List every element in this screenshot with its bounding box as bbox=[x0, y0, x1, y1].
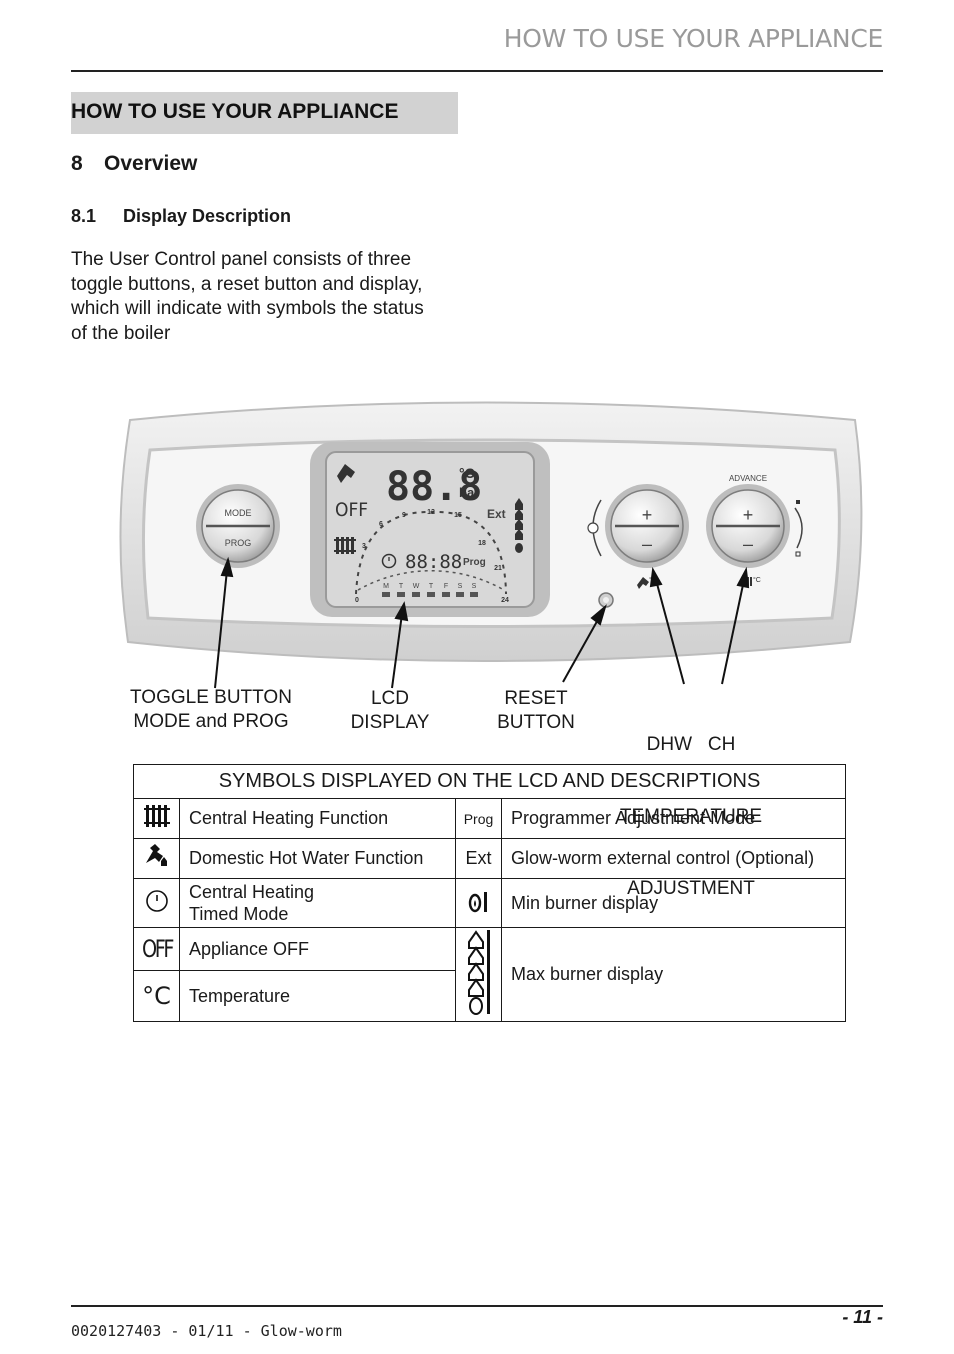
symbols-table: SYMBOLS DISPLAYED ON THE LCD AND DESCRIP… bbox=[133, 764, 846, 1022]
lcd-hour-tick: 24 bbox=[501, 597, 509, 604]
callout-leaders bbox=[214, 556, 750, 689]
callout-line: TOGGLE BUTTON bbox=[130, 687, 292, 708]
prog-label: PROG bbox=[225, 538, 252, 548]
lcd-hour-tick: 6 bbox=[379, 521, 383, 528]
lcd-radiator-icon bbox=[334, 537, 356, 554]
subsection-heading: 8.1 Display Description bbox=[71, 206, 291, 227]
symbol-description: Central Heating Timed Mode bbox=[179, 878, 456, 928]
toggle-button-callout: TOGGLE BUTTON MODE and PROG bbox=[118, 686, 304, 734]
tap-icon bbox=[133, 838, 180, 879]
lcd-tap-icon bbox=[337, 464, 355, 483]
mode-prog-knob: MODE PROG bbox=[196, 484, 280, 568]
intro-line: toggle buttons, a reset button and displ… bbox=[71, 273, 423, 295]
dhw-plus: + bbox=[642, 505, 653, 525]
intro-line: which will indicate with symbols the sta… bbox=[71, 298, 424, 319]
callout-line: LCD bbox=[370, 688, 409, 709]
lcd-hour-tick: 0 bbox=[355, 597, 359, 604]
dhw-minus: – bbox=[642, 534, 652, 554]
radiator-icon bbox=[133, 798, 180, 839]
ch-unit: °C bbox=[753, 576, 761, 584]
advance-label: ADVANCE bbox=[729, 474, 767, 483]
dhw-tap-icon bbox=[637, 577, 649, 589]
section-banner: HOW TO USE YOUR APPLIANCE bbox=[71, 92, 458, 134]
running-header: HOW TO USE YOUR APPLIANCE bbox=[503, 24, 884, 53]
ext-symbol: Ext bbox=[455, 838, 502, 879]
lcd-day: T bbox=[399, 583, 404, 590]
lcd-hour-tick: 9 bbox=[402, 512, 406, 519]
header-rule bbox=[71, 70, 883, 72]
page-number: - 11 - bbox=[842, 1307, 883, 1327]
lcd-day: F bbox=[444, 583, 448, 590]
symbols-table-title: SYMBOLS DISPLAYED ON THE LCD AND DESCRIP… bbox=[133, 764, 846, 799]
symbol-description: Appliance OFF bbox=[179, 926, 456, 972]
lcd-hour-tick: 12 bbox=[427, 509, 435, 516]
lcd-day: M bbox=[383, 583, 389, 590]
callout-line: DHW CH bbox=[646, 734, 736, 755]
control-panel-illustration: MODE PROG 88.8 °C bar OFF Ext 0 3 6 9 12 bbox=[119, 401, 863, 689]
lcd-off: OFF bbox=[335, 499, 368, 521]
mode-label: MODE bbox=[225, 508, 252, 518]
lcd-day: S bbox=[472, 583, 477, 590]
lcd-hour-tick: 3 bbox=[362, 543, 366, 550]
description-line: Central Heating bbox=[189, 882, 315, 902]
dhw-knob: + – °C bbox=[587, 484, 689, 589]
symbol-description: Max burner display bbox=[501, 927, 846, 1022]
clock-icon bbox=[133, 878, 180, 928]
intro-line: of the boiler bbox=[71, 322, 171, 344]
lcd-clock-digits: 88:88 bbox=[405, 551, 462, 573]
lcd-display: 88.8 °C bar OFF Ext 0 3 6 9 12 15 18 21 … bbox=[310, 442, 550, 617]
lcd-hour-tick: 21 bbox=[494, 565, 502, 572]
lcd-day: T bbox=[429, 583, 434, 590]
subsection-number: 8.1 bbox=[71, 206, 97, 226]
symbol-description: Central Heating Function bbox=[179, 798, 456, 839]
reset-button-callout: RESET BUTTON bbox=[484, 687, 588, 735]
lcd-unit-bar: bar bbox=[459, 485, 479, 500]
overview-number: 8 bbox=[71, 152, 83, 175]
lcd-dial-arc bbox=[357, 569, 505, 591]
intro-paragraph: The User Control panel consists of three… bbox=[71, 248, 471, 346]
callout-line: DISPLAY bbox=[350, 712, 430, 733]
lcd-day: W bbox=[413, 583, 420, 590]
intro-line: The User Control panel consists of three bbox=[71, 249, 412, 270]
lcd-hour-tick: 15 bbox=[454, 512, 462, 519]
ch-minus: – bbox=[743, 534, 753, 554]
ch-arc-arrow bbox=[794, 507, 803, 549]
lcd-prog: Prog bbox=[463, 557, 486, 568]
symbol-description: Temperature bbox=[179, 970, 456, 1022]
document-reference: 0020127403 - 01/11 - Glow-worm bbox=[71, 1322, 342, 1340]
lcd-clock-icon bbox=[381, 553, 397, 569]
reset-button bbox=[598, 592, 614, 608]
callout-line: RESET bbox=[504, 688, 568, 709]
ch-knob: ADVANCE + – °C bbox=[706, 474, 803, 586]
description-line: Timed Mode bbox=[189, 904, 289, 924]
prog-symbol: Prog bbox=[455, 798, 502, 839]
lcd-display-callout: LCD DISPLAY bbox=[340, 687, 440, 735]
lcd-big-digits: 88.8 bbox=[386, 464, 482, 510]
symbol-description: Domestic Hot Water Function bbox=[179, 838, 456, 879]
lcd-hour-tick: 18 bbox=[478, 540, 486, 547]
lcd-ext: Ext bbox=[487, 507, 506, 521]
max-flame-icon bbox=[455, 927, 502, 1022]
min-flame-icon bbox=[455, 878, 502, 928]
lcd-unit-c: °C bbox=[459, 465, 475, 481]
section-title: HOW TO USE YOUR APPLIANCE bbox=[71, 100, 399, 123]
lcd-flame-bars bbox=[515, 498, 523, 553]
callout-line: MODE and PROG bbox=[133, 711, 289, 732]
ch-plus: + bbox=[743, 505, 754, 525]
off-symbol: OFF bbox=[137, 926, 176, 972]
subsection-title: Display Description bbox=[123, 206, 292, 226]
callout-line: BUTTON bbox=[497, 712, 575, 733]
symbol-description: Min burner display bbox=[501, 878, 846, 928]
lcd-day: S bbox=[458, 583, 463, 590]
symbol-description: Programmer Adjustment Mode bbox=[501, 798, 846, 839]
overview-title: Overview bbox=[104, 152, 198, 175]
footer-rule bbox=[71, 1305, 883, 1307]
overview-heading: 8 Overview bbox=[71, 152, 197, 176]
symbol-description: Glow-worm external control (Optional) bbox=[501, 838, 846, 879]
temperature-symbol: °C bbox=[133, 970, 180, 1022]
